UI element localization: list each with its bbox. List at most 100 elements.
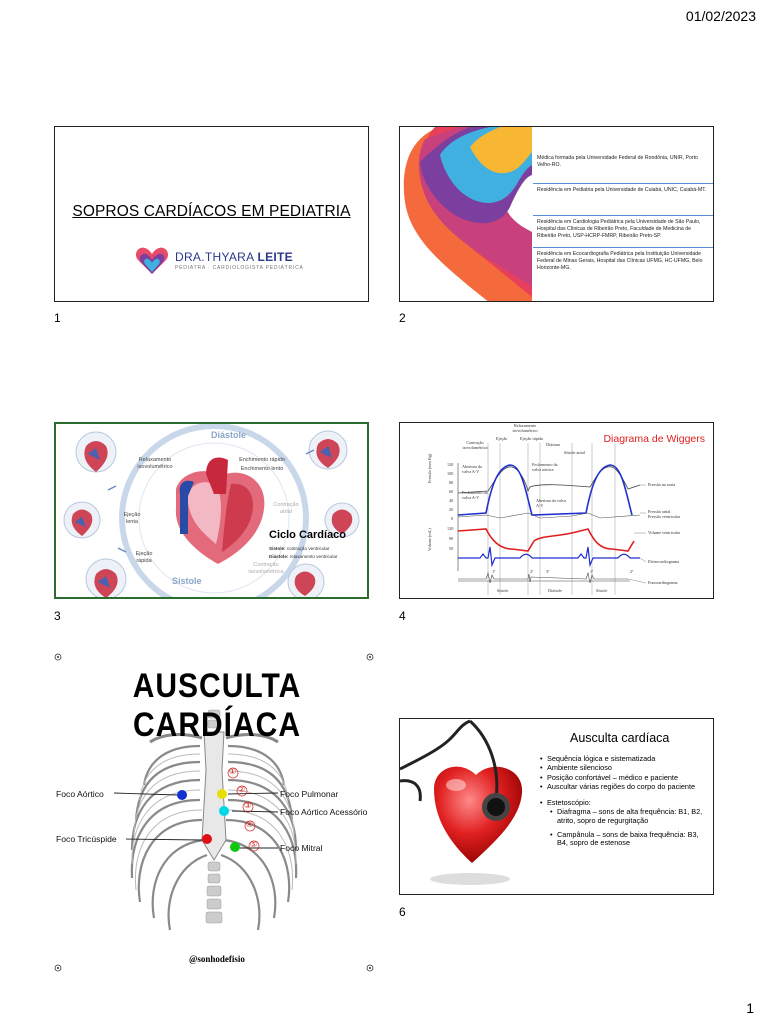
axis-tick: 90 (449, 536, 454, 541)
axis-label: Volume (mL) (427, 528, 432, 551)
brand-logo: DRA.THYARA LEITE PEDIATRA · CARDIOLOGIST… (135, 245, 304, 275)
wiggers-label: Sístole atrial (564, 450, 586, 455)
phase-label: Enchimento rápido (239, 457, 285, 463)
axis-tick: 40 (449, 498, 454, 503)
slide-1[interactable]: SOPROS CARDÍACOS EM PEDIATRIA DRA.THYARA… (54, 126, 369, 302)
focus-label-aortico: Foco Aórtico (56, 789, 104, 799)
bullet-item: Posição confortável – médico e paciente (540, 773, 710, 783)
focus-number: ① (229, 767, 237, 776)
author-handle: @sonhodefisio (189, 954, 245, 964)
wiggers-label: Diástase (546, 442, 561, 447)
phase-label: Contração isovolumétrica (248, 562, 284, 575)
wiggers-label: Sístole (497, 588, 509, 593)
slide-5[interactable]: AUSCULTA CARDÍACA Foco Aórtico Foco Pulm… (52, 650, 382, 980)
heart-sound-label: 2ª (630, 569, 634, 574)
slide-3[interactable]: Diástole Sístole Relaxamento isovolumétr… (54, 422, 369, 599)
slide-number: 1 (54, 311, 61, 325)
abstract-heart-art (403, 127, 532, 301)
heart-sound-label: 2ª (530, 569, 534, 574)
slide-number: 2 (399, 311, 406, 325)
focus-label-mitral: Foco Mitral (280, 843, 323, 853)
wiggers-label: Sístole (596, 588, 608, 593)
sub-bullet-item: Diafragma – sons de alta frequência: B1,… (540, 807, 710, 826)
sistole-label: Sístole (172, 576, 202, 586)
heart-sound-label: 3ª (546, 569, 550, 574)
phase-label: Ejeção lenta (123, 512, 141, 525)
focus-label-aortico-acessorio: Foco Aórtico Acessório (280, 807, 368, 817)
wiggers-label: Pressão atrial (648, 509, 671, 514)
bullet-item: Estetoscópio: (540, 798, 710, 808)
ciclo-cardiaco-title: Ciclo Cardíaco (269, 529, 347, 541)
sub-bullet-item: Campânula – sons de baixa frequência: B3… (540, 830, 710, 849)
divider (533, 247, 713, 248)
wiggers-label: Fechamento da valva aórtica (532, 462, 558, 472)
slide-number: 3 (54, 609, 61, 623)
wiggers-label: Ejeção (496, 436, 508, 441)
page-date: 01/02/2023 (685, 8, 756, 24)
wiggers-label: Diástole (548, 588, 562, 593)
slide-1-title: SOPROS CARDÍACOS EM PEDIATRIA (72, 203, 351, 220)
divider (533, 301, 714, 302)
slide-6[interactable]: Ausculta cardíaca Sequência lógica e sis… (399, 718, 714, 895)
credential-item: Residência em Pediatria pela Universidad… (537, 187, 707, 193)
phase-label: Relaxamento isovolumétrico (137, 457, 173, 470)
wiggers-label: Fechamento da valva A-V (462, 490, 488, 500)
focus-number: ② (238, 785, 246, 794)
phase-label: Contração atrial (273, 502, 299, 515)
axis-tick: 100 (447, 471, 454, 476)
slide-4[interactable]: Diagrama de Wiggers (399, 422, 714, 599)
heart-logo-icon (135, 247, 169, 274)
bullet-item: Sequência lógica e sistematizada (540, 754, 710, 764)
wiggers-label: Pressão na aorta (648, 482, 676, 487)
divider (533, 183, 713, 184)
axis-tick: 50 (449, 546, 454, 551)
bullet-item: Ambiente silencioso (540, 764, 710, 773)
focus-number: ⑤ (250, 840, 258, 849)
cardiac-cycle-diagram (63, 424, 360, 597)
definition-sistole: Sístole: contração ventricular (269, 546, 330, 551)
axis-label: Pressão (mm Hg) (427, 453, 432, 483)
axis-tick: 130 (447, 526, 454, 531)
wiggers-label: Volume ventricular (648, 530, 681, 535)
auscultation-list: Sequência lógica e sistematizada Ambient… (540, 754, 710, 849)
focus-label-pulmonar: Foco Pulmonar (280, 789, 339, 799)
wiggers-label: Ejeção rápida (520, 436, 543, 441)
wiggers-label: Abertura da valva A-V (536, 498, 566, 508)
slide-number: 6 (399, 905, 406, 919)
wiggers-label: Pressão ventricular (648, 514, 680, 519)
brand-name: DRA.THYARA LEITE (175, 249, 293, 264)
slide-5-title: AUSCULTA CARDÍACA (132, 666, 302, 744)
focus-label-tricuspide: Foco Tricúspide (56, 834, 117, 844)
slide-4-title: Diagrama de Wiggers (603, 433, 705, 445)
brand-tagline: PEDIATRA · CARDIOLOGISTA PEDIÁTRICA (175, 264, 304, 271)
slide-2[interactable]: Médica formada pela Universidade Federal… (399, 126, 714, 302)
wiggers-diagram (457, 443, 647, 595)
wiggers-label: Fonocardiograma (648, 580, 678, 585)
heart-stethoscope-image (400, 719, 523, 885)
axis-tick: 80 (449, 480, 454, 485)
credential-item: Residência em Ecocardiografia Pediátrica… (537, 251, 703, 272)
page-number: 1 (746, 1000, 754, 1016)
heart-sound-label: 1ª (492, 569, 496, 574)
rib-cage-illustration (54, 653, 374, 972)
wiggers-label: Relaxamento isovolumétrico (512, 423, 538, 433)
wiggers-label: Contração isovolumétrica (462, 440, 488, 450)
credential-item: Residência em Cardiologia Pediátrica pel… (537, 219, 701, 240)
phase-label: Ejeção rápida (135, 551, 153, 564)
phase-label: Enchimento lento (240, 466, 284, 472)
divider (533, 215, 713, 216)
focus-number: ③ (244, 801, 252, 810)
wiggers-label: Eletrocardiograma (648, 559, 680, 564)
credential-item: Médica formada pela Universidade Federal… (537, 155, 698, 169)
slide-6-title: Ausculta cardíaca (570, 731, 670, 745)
heart-sound-label: 1ª (590, 569, 594, 574)
axis-tick: 120 (447, 462, 454, 467)
axis-tick: 20 (449, 507, 454, 512)
diastole-label: Diástole (211, 430, 247, 440)
focus-number: ④ (246, 820, 254, 829)
credentials-list: Médica formada pela Universidade Federal… (533, 127, 714, 302)
axis-tick: 0 (451, 516, 454, 521)
axis-tick: 60 (449, 489, 454, 494)
wiggers-label: Abertura da valva A-V (462, 464, 482, 474)
slide-number: 4 (399, 609, 406, 623)
